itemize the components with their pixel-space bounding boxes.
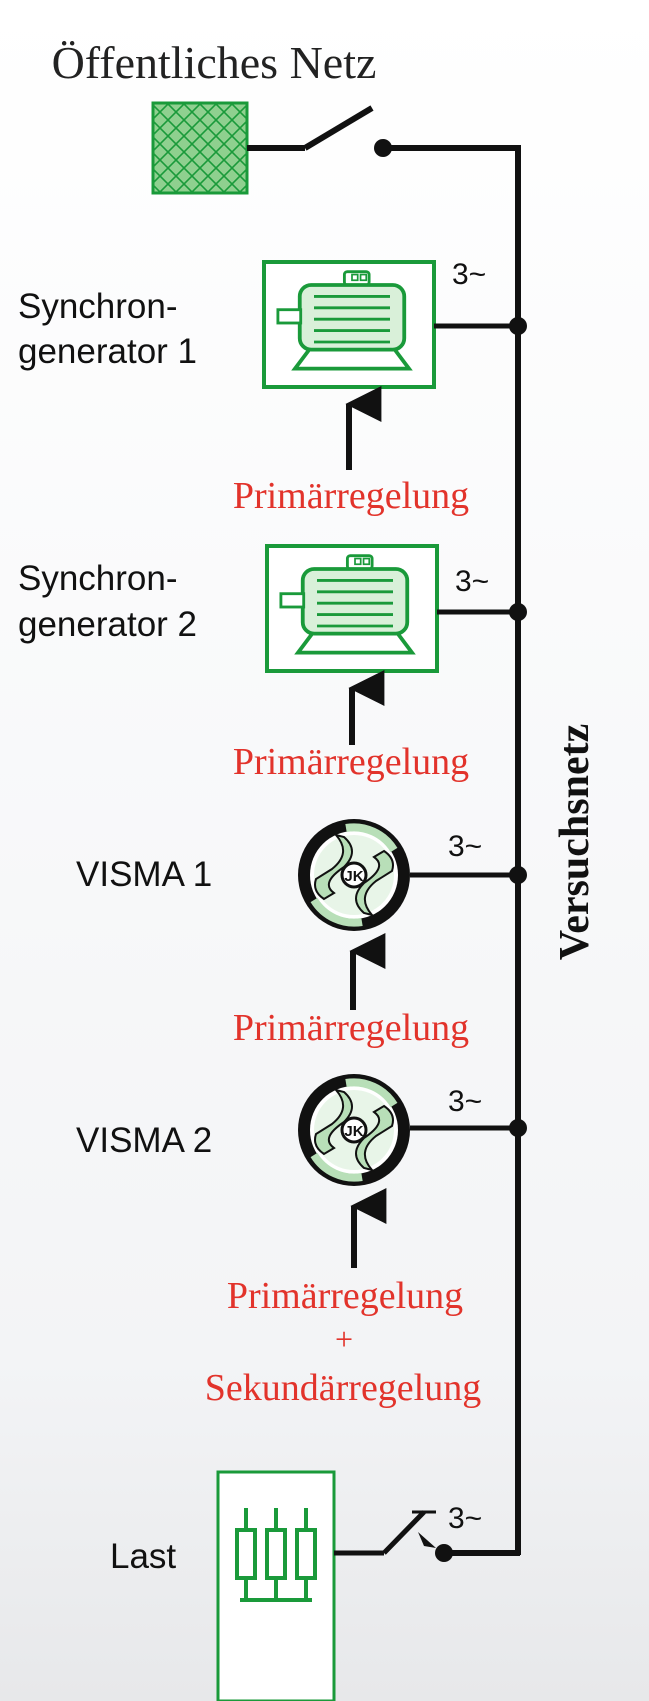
bus-label: Versuchsnetz [552, 724, 598, 960]
phase-label: 3~ [452, 258, 486, 291]
component-visma-2: VISMA 2 3~ Primärregelung + Sekundärrege… [76, 1074, 527, 1409]
visma-1-label: VISMA 1 [76, 855, 212, 894]
bus-junction [509, 603, 527, 621]
component-generator-2: Synchron- generator 2 3~ Primärregelung [18, 544, 527, 783]
visma-1-control: Primärregelung [233, 1007, 469, 1049]
visma-2-control-line1: Primärregelung [227, 1275, 463, 1317]
phase-label: 3~ [448, 1085, 482, 1118]
component-generator-1: Synchron- generator 1 3~ Primärregelung [18, 258, 527, 517]
visma-2-control-line2: + [335, 1321, 353, 1357]
visma-icon [298, 1074, 410, 1186]
phase-label: 3~ [448, 1502, 482, 1535]
generator-2-label-line2: generator 2 [18, 605, 197, 644]
phase-label: 3~ [455, 565, 489, 598]
public-grid-icon [151, 101, 249, 195]
grid-switch [247, 105, 520, 157]
generator-1-control: Primärregelung [233, 475, 469, 517]
load-label: Last [110, 1537, 176, 1576]
component-visma-1: VISMA 1 3~ Primärregelung [76, 819, 527, 1049]
visma-2-label: VISMA 2 [76, 1121, 212, 1160]
generator-1-label-line2: generator 1 [18, 332, 197, 371]
page-title: Öffentliches Netz [52, 37, 377, 88]
component-load: Last 3~ [110, 1470, 520, 1701]
generator-1-label-line1: Synchron- [18, 287, 178, 326]
phase-label: 3~ [448, 830, 482, 863]
generator-2-control: Primärregelung [233, 741, 469, 783]
load-switch [334, 1510, 520, 1562]
visma-2-control-line3: Sekundärregelung [205, 1367, 481, 1409]
resistor-load-icon [235, 1508, 317, 1602]
bus-junction [509, 317, 527, 335]
bus-junction [509, 866, 527, 884]
generator-2-label-line1: Synchron- [18, 559, 178, 598]
bus-junction [509, 1119, 527, 1137]
visma-icon [298, 819, 410, 931]
